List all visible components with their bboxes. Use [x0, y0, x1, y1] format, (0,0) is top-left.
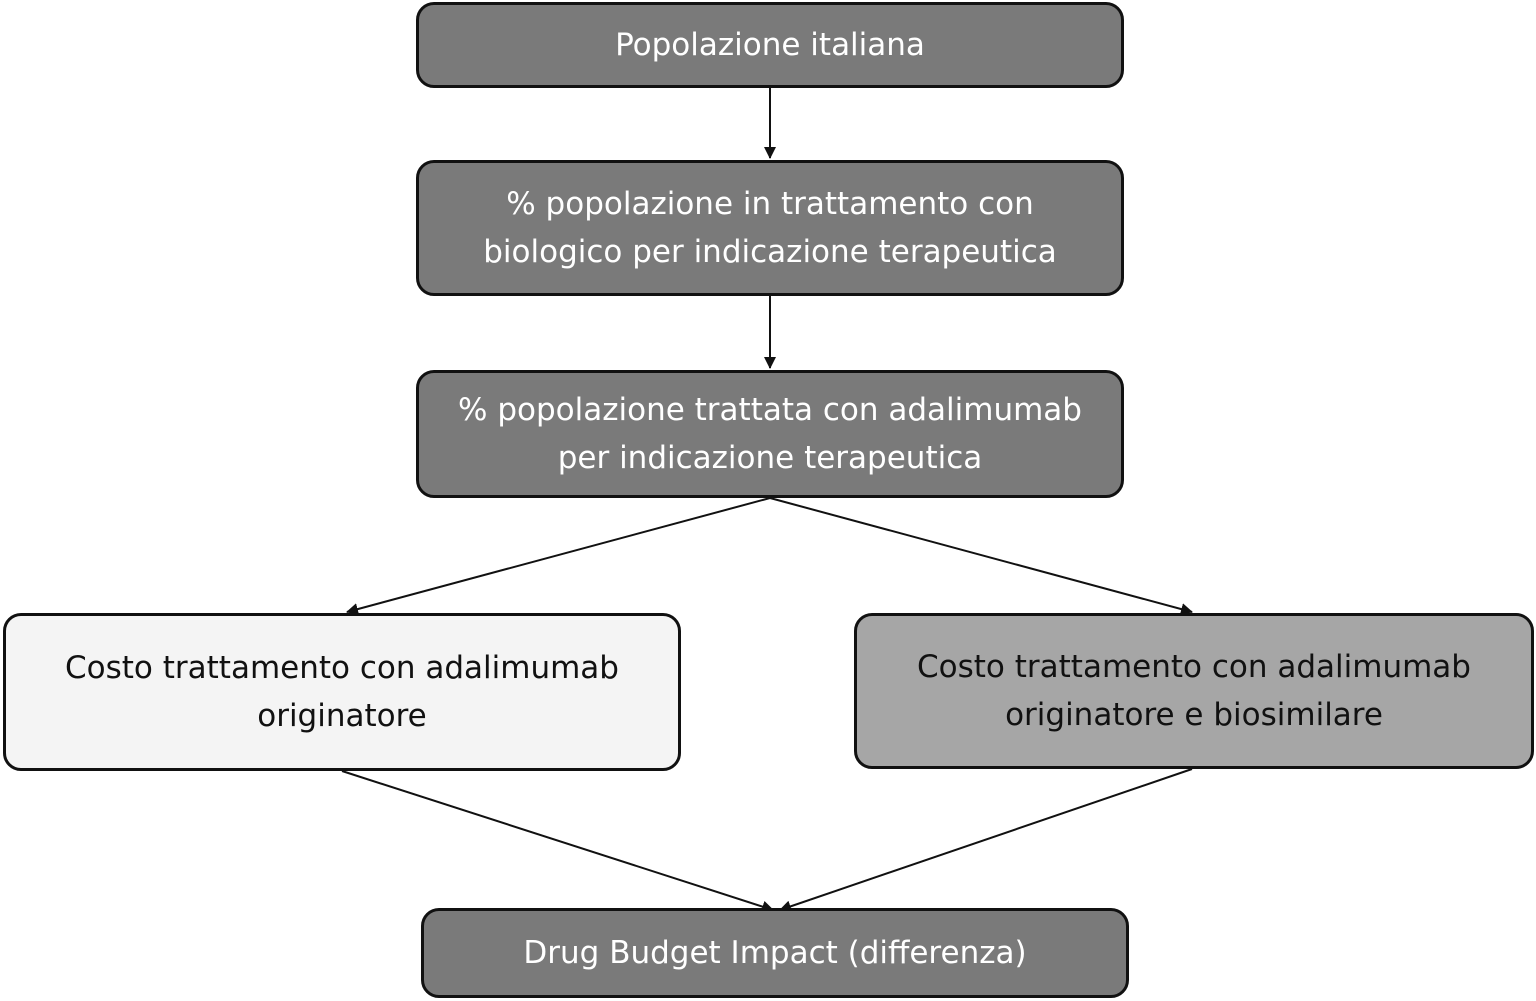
- node-label-line-2: biologico per indicazione terapeutica: [483, 234, 1057, 270]
- node-label-line-2: originatore: [257, 698, 427, 734]
- node-costo-originatore: Costo trattamento con adalimumab origina…: [3, 613, 681, 771]
- node-label-line-1: % popolazione trattata con adalimumab: [458, 392, 1082, 428]
- node-popolazione-adalimumab: % popolazione trattata con adalimumab pe…: [416, 370, 1124, 498]
- node-popolazione-biologico: % popolazione in trattamento con biologi…: [416, 160, 1124, 296]
- node-label: Popolazione italiana: [615, 27, 925, 63]
- node-label-line-1: Costo trattamento con adalimumab: [917, 649, 1471, 685]
- arrow-cost-biosimilar-to-budget: [779, 768, 1193, 913]
- node-label-line-2: per indicazione terapeutica: [557, 440, 983, 476]
- node-popolazione-italiana: Popolazione italiana: [416, 2, 1124, 88]
- node-label-line-1: Costo trattamento con adalimumab: [65, 650, 619, 686]
- node-label-line-2: originatore e biosimilare: [1005, 697, 1383, 733]
- arrow-adalimumab-to-cost-originator: [346, 497, 771, 615]
- arrow-adalimumab-to-cost-biosimilar: [769, 497, 1193, 615]
- node-costo-originatore-biosimilare: Costo trattamento con adalimumab origina…: [854, 613, 1534, 769]
- arrow-cost-originator-to-budget: [341, 770, 774, 913]
- node-label: Drug Budget Impact (differenza): [523, 935, 1027, 971]
- node-label-line-1: % popolazione in trattamento con: [506, 186, 1034, 222]
- node-drug-budget-impact: Drug Budget Impact (differenza): [421, 908, 1129, 998]
